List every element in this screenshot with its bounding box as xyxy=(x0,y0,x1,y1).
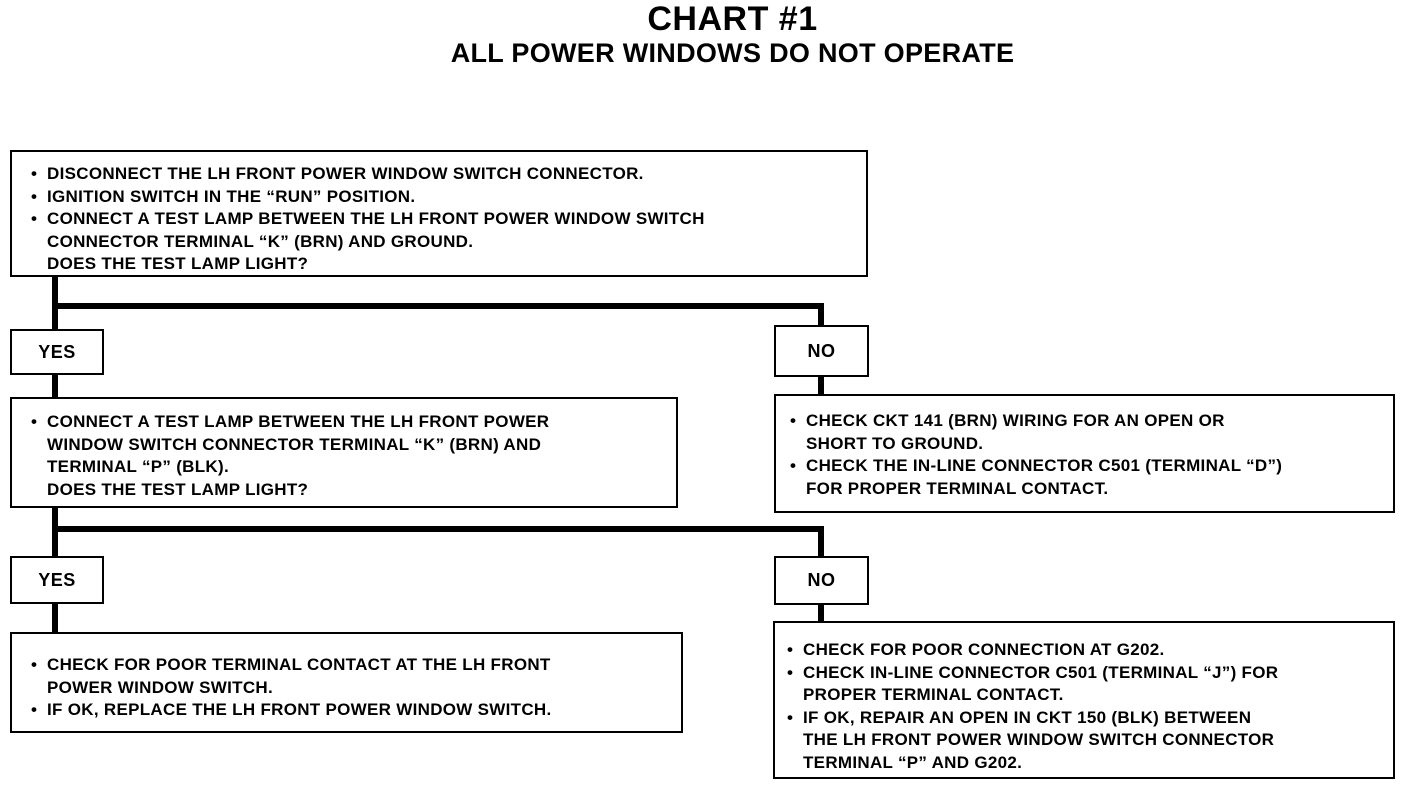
no2-result-box: CHECK FOR POOR CONNECTION AT G202. CHECK… xyxy=(773,621,1395,779)
no2-result-list: CHECK FOR POOR CONNECTION AT G202. CHECK… xyxy=(787,639,1385,774)
yes2-label: YES xyxy=(10,556,104,604)
connector-branch1-no-down xyxy=(818,303,824,326)
connector-branch2-horizontal xyxy=(52,526,824,532)
step2-box: CONNECT A TEST LAMP BETWEEN THE LH FRONT… xyxy=(10,397,678,508)
step1-list: DISCONNECT THE LH FRONT POWER WINDOW SWI… xyxy=(31,163,856,253)
yes1-label: YES xyxy=(10,329,104,375)
step1-item: DISCONNECT THE LH FRONT POWER WINDOW SWI… xyxy=(31,163,856,186)
connector-step2-down xyxy=(52,507,58,557)
connector-no2-to-result xyxy=(818,604,824,622)
no1-result-item: CHECK THE IN-LINE CONNECTOR C501 (TERMIN… xyxy=(790,455,1385,500)
chart-title: CHART #1 xyxy=(647,0,818,38)
no1-label: NO xyxy=(774,325,869,377)
yes2-result-item: IF OK, REPLACE THE LH FRONT POWER WINDOW… xyxy=(31,699,673,722)
connector-yes2-to-result xyxy=(52,603,58,633)
yes2-result-box: CHECK FOR POOR TERMINAL CONTACT AT THE L… xyxy=(10,632,683,733)
no1-result-item: CHECK CKT 141 (BRN) WIRING FOR AN OPEN O… xyxy=(790,410,1385,455)
chart-subtitle: ALL POWER WINDOWS DO NOT OPERATE xyxy=(450,38,1015,68)
step2-item: CONNECT A TEST LAMP BETWEEN THE LH FRONT… xyxy=(31,411,666,479)
no1-result-box: CHECK CKT 141 (BRN) WIRING FOR AN OPEN O… xyxy=(774,394,1395,513)
yes2-result-list: CHECK FOR POOR TERMINAL CONTACT AT THE L… xyxy=(31,654,673,722)
step2-list: CONNECT A TEST LAMP BETWEEN THE LH FRONT… xyxy=(31,411,666,479)
no1-result-list: CHECK CKT 141 (BRN) WIRING FOR AN OPEN O… xyxy=(790,410,1385,500)
connector-branch2-no-down xyxy=(818,526,824,557)
step1-item: CONNECT A TEST LAMP BETWEEN THE LH FRONT… xyxy=(31,208,856,253)
yes2-result-item: CHECK FOR POOR TERMINAL CONTACT AT THE L… xyxy=(31,654,673,699)
no2-result-item: IF OK, REPAIR AN OPEN IN CKT 150 (BLK) B… xyxy=(787,707,1385,775)
step2-question: DOES THE TEST LAMP LIGHT? xyxy=(47,479,309,499)
connector-no1-to-result xyxy=(818,376,824,395)
step1-question: DOES THE TEST LAMP LIGHT? xyxy=(47,254,309,273)
no2-result-item: CHECK IN-LINE CONNECTOR C501 (TERMINAL “… xyxy=(787,662,1385,707)
connector-branch1-horizontal xyxy=(52,303,824,309)
no2-result-item: CHECK FOR POOR CONNECTION AT G202. xyxy=(787,639,1385,662)
step1-box: DISCONNECT THE LH FRONT POWER WINDOW SWI… xyxy=(10,150,868,277)
no2-label: NO xyxy=(774,556,869,605)
connector-yes1-to-step2 xyxy=(52,374,58,398)
step1-item: IGNITION SWITCH IN THE “RUN” POSITION. xyxy=(31,186,856,209)
